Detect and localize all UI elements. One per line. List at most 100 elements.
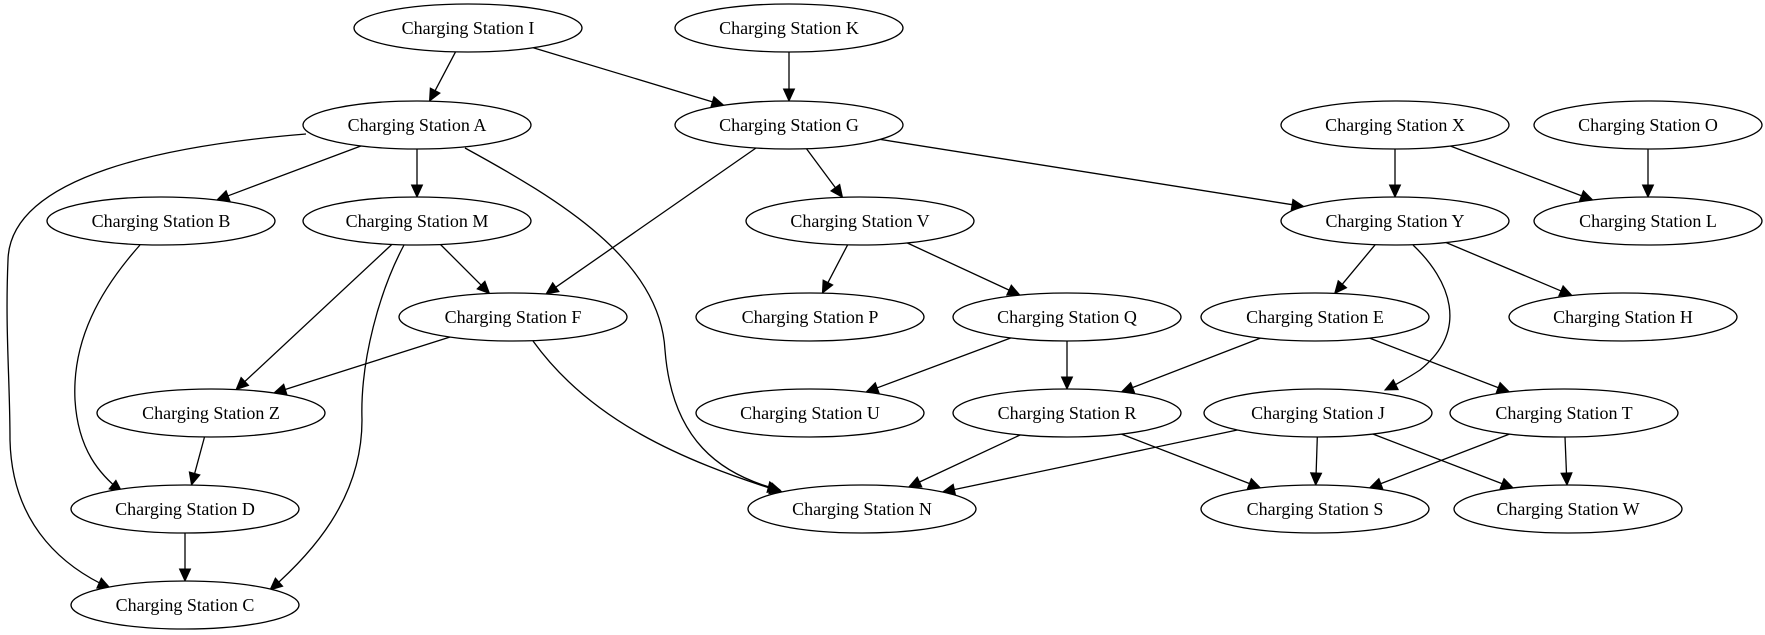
- node-ellipse: [1508, 292, 1738, 342]
- edge-line: [876, 337, 1012, 389]
- edge-q-to-r: [1060, 341, 1074, 391]
- edge-line: [226, 145, 362, 197]
- arrowhead: [1060, 376, 1074, 391]
- node-station-x: Charging Station X: [1280, 100, 1510, 150]
- node-station-f: Charging Station F: [398, 292, 628, 342]
- node-ellipse: [674, 3, 904, 53]
- node-label: Charging Station T: [1495, 403, 1632, 423]
- node-label: Charging Station J: [1251, 403, 1385, 423]
- edge-line: [918, 434, 1021, 483]
- node-station-v: Charging Station V: [745, 196, 975, 246]
- arrowhead: [96, 577, 112, 589]
- node-station-t: Charging Station T: [1449, 388, 1679, 438]
- arrowhead: [821, 279, 834, 295]
- node-label: Charging Station K: [719, 18, 859, 38]
- edge-f-to-n: [532, 340, 784, 495]
- edge-k-to-g: [782, 52, 796, 103]
- node-ellipse: [695, 388, 925, 438]
- node-station-o: Charging Station O: [1533, 100, 1763, 150]
- arrowhead: [410, 184, 424, 199]
- edge-g-to-y: [879, 138, 1306, 211]
- node-station-w: Charging Station W: [1453, 484, 1683, 534]
- edge-y-to-j: [1383, 244, 1451, 391]
- node-station-s: Charging Station S: [1200, 484, 1430, 534]
- node-ellipse: [70, 484, 300, 534]
- edge-e-to-t: [1369, 337, 1511, 394]
- node-ellipse: [96, 388, 326, 438]
- node-label: Charging Station L: [1579, 211, 1717, 231]
- arrowhead: [476, 280, 491, 295]
- node-station-l: Charging Station L: [1533, 196, 1763, 246]
- arrowhead: [1388, 184, 1402, 199]
- node-ellipse: [46, 196, 276, 246]
- edge-t-to-s: [1368, 433, 1510, 490]
- edge-line: [1372, 433, 1504, 485]
- node-ellipse: [952, 292, 1182, 342]
- arrowhead: [1333, 279, 1348, 295]
- node-label: Charging Station H: [1553, 307, 1693, 327]
- node-station-b: Charging Station B: [46, 196, 276, 246]
- edge-line: [953, 429, 1238, 491]
- edge-i-to-g: [533, 47, 725, 108]
- node-ellipse: [353, 3, 583, 53]
- edge-line: [1315, 436, 1318, 475]
- node-label: Charging Station I: [402, 18, 535, 38]
- arrowhead: [864, 381, 880, 394]
- edge-j-to-s: [1309, 436, 1323, 487]
- arrowhead: [1499, 477, 1515, 490]
- edge-j-to-w: [1372, 433, 1515, 490]
- node-ellipse: [952, 388, 1182, 438]
- node-station-a: Charging Station A: [302, 100, 532, 150]
- arrowhead: [1578, 189, 1594, 202]
- arrowhead: [1560, 472, 1573, 487]
- edge-line: [1121, 433, 1251, 485]
- arrowhead: [188, 471, 201, 487]
- node-station-u: Charging Station U: [695, 388, 925, 438]
- node-ellipse: [1449, 388, 1679, 438]
- edge-x-to-l: [1450, 145, 1594, 202]
- edge-m-to-c: [269, 244, 405, 591]
- node-station-d: Charging Station D: [70, 484, 300, 534]
- arrowhead: [1120, 381, 1136, 394]
- node-ellipse: [1200, 292, 1430, 342]
- node-ellipse: [1203, 388, 1433, 438]
- edge-line: [434, 51, 457, 92]
- nodes-layer: Charging Station I Charging Station K Char…: [46, 3, 1763, 630]
- node-ellipse: [1280, 196, 1510, 246]
- edge-m-to-f: [440, 244, 491, 295]
- edge-line: [826, 244, 849, 284]
- node-station-c: Charging Station C: [70, 580, 300, 630]
- node-station-m: Charging Station M: [302, 196, 532, 246]
- edge-g-to-f: [545, 147, 757, 295]
- node-label: Charging Station D: [115, 499, 255, 519]
- node-station-h: Charging Station H: [1508, 292, 1738, 342]
- arrowhead: [1368, 477, 1384, 490]
- arrowhead: [907, 476, 923, 488]
- node-station-z: Charging Station Z: [96, 388, 326, 438]
- edge-a-to-b: [215, 145, 362, 202]
- edge-line: [1131, 337, 1261, 389]
- arrowhead: [1558, 284, 1574, 297]
- node-ellipse: [398, 292, 628, 342]
- node-label: Charging Station C: [116, 595, 255, 615]
- node-station-y: Charging Station Y: [1280, 196, 1510, 246]
- arrowhead: [829, 183, 844, 199]
- edge-d-to-c: [178, 533, 192, 583]
- node-label: Charging Station Q: [997, 307, 1137, 327]
- edge-line: [554, 147, 757, 289]
- arrowhead: [215, 189, 231, 202]
- node-ellipse: [674, 100, 904, 150]
- arrowhead: [1246, 477, 1262, 490]
- edge-line: [440, 244, 483, 287]
- edge-r-to-n: [907, 434, 1021, 488]
- arrowhead: [1641, 184, 1655, 199]
- edge-line: [1341, 244, 1376, 286]
- edge-b-to-d: [74, 244, 141, 493]
- node-ellipse: [70, 580, 300, 630]
- node-station-j: Charging Station J: [1203, 388, 1433, 438]
- node-station-k: Charging Station K: [674, 3, 904, 53]
- edge-line: [879, 138, 1294, 206]
- node-label: Charging Station E: [1246, 307, 1384, 327]
- edge-v-to-q: [906, 242, 1021, 296]
